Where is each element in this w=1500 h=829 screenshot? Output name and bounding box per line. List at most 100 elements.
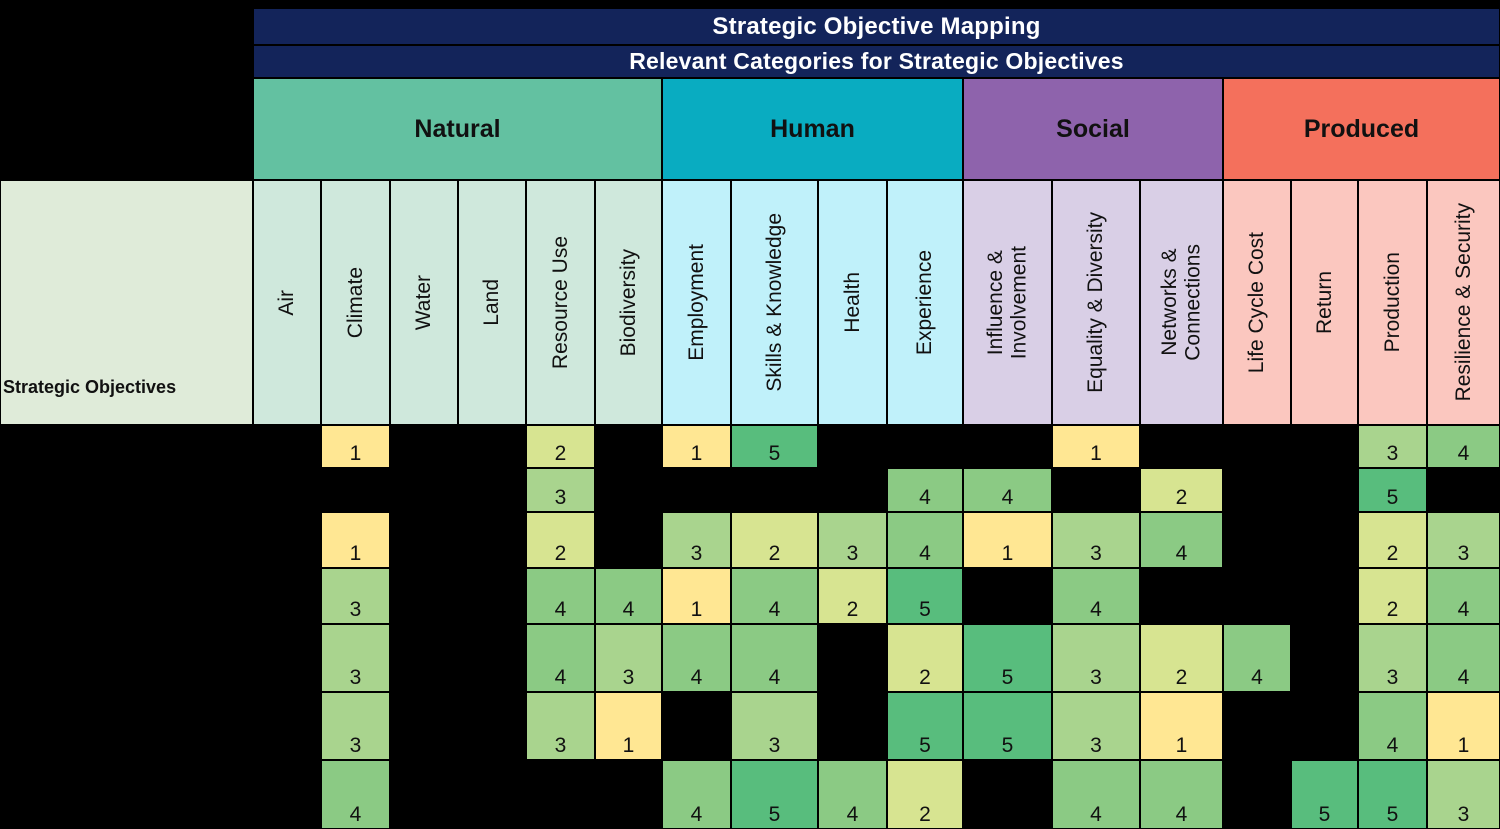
matrix-cell-production-row2[interactable]: 5 [1358, 468, 1427, 512]
matrix-cell-resource-use-row4[interactable]: 4 [526, 568, 595, 624]
matrix-cell-equality-diversity-row1[interactable]: 1 [1052, 425, 1140, 468]
matrix-cell-resource-use-row6[interactable]: 3 [526, 692, 595, 760]
matrix-cell-production-row4[interactable]: 2 [1358, 568, 1427, 624]
matrix-cell-climate-row4[interactable]: 3 [321, 568, 390, 624]
matrix-cell-networks-connections-row2[interactable]: 2 [1140, 468, 1223, 512]
column-header-skills-knowledge: Skills & Knowledge [731, 180, 818, 425]
matrix-cell-equality-diversity-row4[interactable]: 4 [1052, 568, 1140, 624]
column-header-label: Resilience & Security [1451, 203, 1475, 402]
matrix-cell-employment-row4[interactable]: 1 [662, 568, 731, 624]
matrix-cell-return-row7[interactable]: 5 [1291, 760, 1358, 829]
column-header-label: Resource Use [548, 235, 572, 370]
matrix-cell-employment-row7[interactable]: 4 [662, 760, 731, 829]
matrix-cell-biodiversity-row4[interactable]: 4 [595, 568, 662, 624]
matrix-cell-resilience-security-row6[interactable]: 1 [1427, 692, 1500, 760]
column-header-label: Air [275, 289, 299, 316]
matrix-cell-employment-row5[interactable]: 4 [662, 624, 731, 692]
matrix-cell-resilience-security-row4[interactable]: 4 [1427, 568, 1500, 624]
matrix-cell-skills-knowledge-row5[interactable]: 4 [731, 624, 818, 692]
column-header-air: Air [253, 180, 321, 425]
column-header-land: Land [458, 180, 526, 425]
column-header-resilience-security: Resilience & Security [1427, 180, 1500, 425]
matrix-cell-networks-connections-row6[interactable]: 1 [1140, 692, 1223, 760]
column-header-label: Climate [343, 266, 367, 339]
column-header-biodiversity: Biodiversity [595, 180, 662, 425]
table-subtitle: Relevant Categories for Strategic Object… [253, 45, 1500, 78]
table-title: Strategic Objective Mapping [253, 8, 1500, 45]
column-header-label: Return [1312, 270, 1336, 335]
matrix-cell-equality-diversity-row6[interactable]: 3 [1052, 692, 1140, 760]
column-header-label: Production [1380, 252, 1404, 353]
matrix-cell-equality-diversity-row5[interactable]: 3 [1052, 624, 1140, 692]
column-header-resource-use: Resource Use [526, 180, 595, 425]
column-header-label: Water [412, 274, 436, 331]
matrix-cell-networks-connections-row5[interactable]: 2 [1140, 624, 1223, 692]
matrix-cell-skills-knowledge-row7[interactable]: 5 [731, 760, 818, 829]
matrix-cell-skills-knowledge-row4[interactable]: 4 [731, 568, 818, 624]
matrix-cell-climate-row3[interactable]: 1 [321, 512, 390, 568]
matrix-cell-experience-row7[interactable]: 2 [887, 760, 963, 829]
matrix-cell-influence-involvement-row2[interactable]: 4 [963, 468, 1052, 512]
matrix-cell-employment-row1[interactable]: 1 [662, 425, 731, 468]
matrix-cell-experience-row2[interactable]: 4 [887, 468, 963, 512]
matrix-cell-production-row3[interactable]: 2 [1358, 512, 1427, 568]
column-header-label: Land [480, 279, 504, 326]
matrix-cell-climate-row1[interactable]: 1 [321, 425, 390, 468]
column-header-label: Skills & Knowledge [762, 213, 786, 392]
matrix-cell-health-row4[interactable]: 2 [818, 568, 887, 624]
matrix-cell-skills-knowledge-row6[interactable]: 3 [731, 692, 818, 760]
matrix-cell-health-row7[interactable]: 4 [818, 760, 887, 829]
corner-header-strategic-objectives: Strategic Objectives [0, 180, 253, 425]
column-header-experience: Experience [887, 180, 963, 425]
matrix-cell-experience-row5[interactable]: 2 [887, 624, 963, 692]
column-header-climate: Climate [321, 180, 390, 425]
matrix-cell-resilience-security-row7[interactable]: 3 [1427, 760, 1500, 829]
matrix-cell-biodiversity-row5[interactable]: 3 [595, 624, 662, 692]
matrix-cell-life-cycle-cost-row5[interactable]: 4 [1223, 624, 1291, 692]
matrix-cell-biodiversity-row6[interactable]: 1 [595, 692, 662, 760]
matrix-cell-experience-row4[interactable]: 5 [887, 568, 963, 624]
matrix-cell-production-row7[interactable]: 5 [1358, 760, 1427, 829]
matrix-cell-climate-row6[interactable]: 3 [321, 692, 390, 760]
matrix-cell-climate-row5[interactable]: 3 [321, 624, 390, 692]
group-header-social: Social [963, 78, 1223, 180]
column-header-production: Production [1358, 180, 1427, 425]
column-header-employment: Employment [662, 180, 731, 425]
matrix-cell-resilience-security-row5[interactable]: 4 [1427, 624, 1500, 692]
matrix-cell-influence-involvement-row5[interactable]: 5 [963, 624, 1052, 692]
matrix-cell-production-row1[interactable]: 3 [1358, 425, 1427, 468]
matrix-cell-experience-row6[interactable]: 5 [887, 692, 963, 760]
matrix-cell-resilience-security-row1[interactable]: 4 [1427, 425, 1500, 468]
matrix-cell-skills-knowledge-row3[interactable]: 2 [731, 512, 818, 568]
matrix-cell-equality-diversity-row3[interactable]: 3 [1052, 512, 1140, 568]
matrix-cell-networks-connections-row3[interactable]: 4 [1140, 512, 1223, 568]
matrix-cell-production-row5[interactable]: 3 [1358, 624, 1427, 692]
column-header-label: Influence & Involvement [983, 245, 1031, 360]
matrix-cell-production-row6[interactable]: 4 [1358, 692, 1427, 760]
matrix-cell-skills-knowledge-row1[interactable]: 5 [731, 425, 818, 468]
column-header-label: Biodiversity [616, 248, 640, 357]
column-header-label: Equality & Diversity [1084, 212, 1108, 393]
matrix-cell-health-row3[interactable]: 3 [818, 512, 887, 568]
column-header-equality-diversity: Equality & Diversity [1052, 180, 1140, 425]
matrix-cell-employment-row3[interactable]: 3 [662, 512, 731, 568]
group-header-produced: Produced [1223, 78, 1500, 180]
group-header-human: Human [662, 78, 963, 180]
matrix-cell-resource-use-row5[interactable]: 4 [526, 624, 595, 692]
matrix-cell-resource-use-row1[interactable]: 2 [526, 425, 595, 468]
column-header-water: Water [390, 180, 458, 425]
matrix-cell-networks-connections-row7[interactable]: 4 [1140, 760, 1223, 829]
group-header-natural: Natural [253, 78, 662, 180]
matrix-cell-experience-row3[interactable]: 4 [887, 512, 963, 568]
column-header-label: Health [840, 272, 864, 333]
column-header-label: Employment [684, 244, 708, 361]
matrix-cell-resilience-security-row3[interactable]: 3 [1427, 512, 1500, 568]
matrix-cell-resource-use-row2[interactable]: 3 [526, 468, 595, 512]
matrix-cell-equality-diversity-row7[interactable]: 4 [1052, 760, 1140, 829]
matrix-cell-resource-use-row3[interactable]: 2 [526, 512, 595, 568]
matrix-cell-climate-row7[interactable]: 4 [321, 760, 390, 829]
matrix-cell-influence-involvement-row3[interactable]: 1 [963, 512, 1052, 568]
column-header-influence-involvement: Influence & Involvement [963, 180, 1052, 425]
matrix-cell-influence-involvement-row6[interactable]: 5 [963, 692, 1052, 760]
